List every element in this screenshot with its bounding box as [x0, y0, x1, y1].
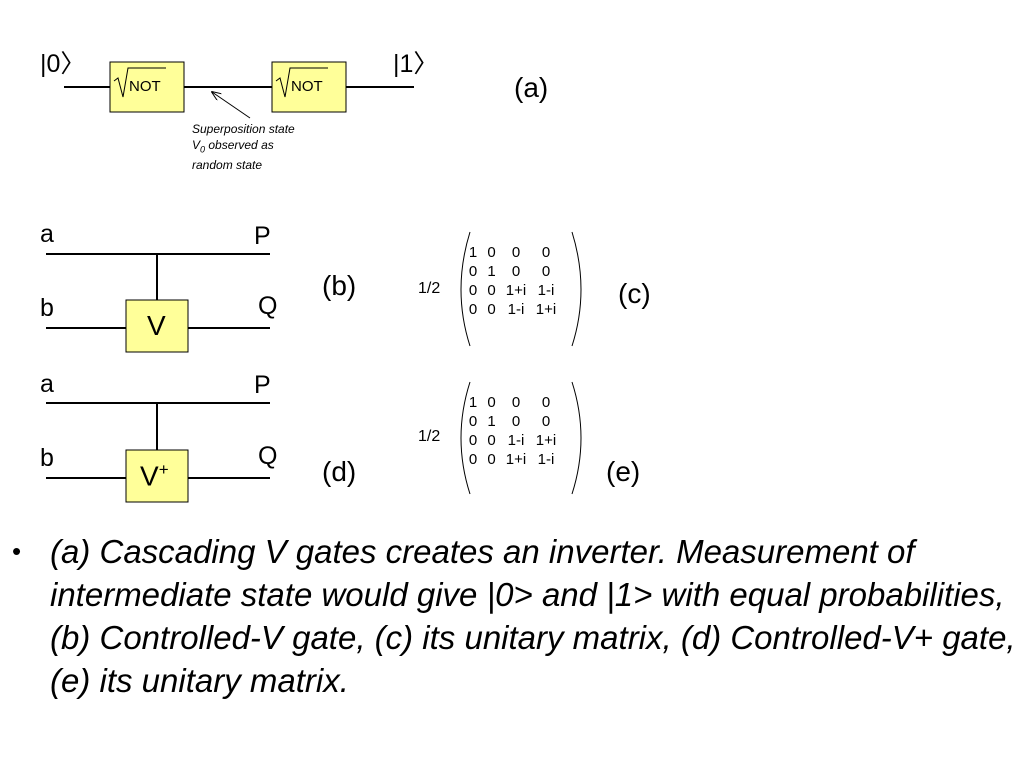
matrix-e-right-bracket [571, 381, 582, 495]
sqrt-not-gate-2 [271, 61, 347, 113]
matrix-e-cell: 0 [468, 432, 478, 449]
matrix-e-cell: 1 [487, 413, 496, 430]
matrix-e-cell: 1-i [537, 451, 555, 468]
panel-b-input-b: b [40, 294, 54, 322]
v-dagger-superscript: + [158, 460, 169, 479]
annotation-v: V [192, 138, 201, 152]
panel-c-tag: (c) [618, 278, 651, 309]
annotation-arrow [212, 92, 251, 119]
matrix-c-cell: 1+i [505, 282, 527, 299]
matrix-e-cell: 1 [468, 394, 478, 411]
panel-d-input-b: b [40, 444, 54, 472]
caption-text: (a) Cascading V gates creates an inverte… [50, 533, 1016, 699]
matrix-c-cell: 0 [511, 263, 521, 280]
matrix-c-scalar: 1/2 [418, 280, 441, 297]
matrix-e-cell: 0 [541, 413, 551, 430]
matrix-e-cell: 0 [468, 413, 478, 430]
bullet-marker: • [12, 536, 22, 566]
matrix-e-cell: 0 [541, 394, 551, 411]
matrix-c-cell: 0 [468, 301, 478, 318]
matrix-c-cell: 0 [468, 282, 478, 299]
panel-d-output-q: Q [258, 442, 278, 470]
not-gate-2-label: NOT [291, 78, 323, 95]
matrix-c-cell: 1-i [507, 301, 525, 318]
panel-b-output-q: Q [258, 292, 278, 320]
matrix-c-cell: 0 [487, 301, 496, 318]
sqrt-not-gate-1 [109, 61, 185, 113]
panel-e-tag: (e) [606, 456, 641, 487]
matrix-c-cell: 0 [541, 244, 551, 261]
matrix-e-cell: 0 [511, 413, 521, 430]
matrix-e-cell: 1-i [507, 432, 525, 449]
annotation-line-1: Superposition state [192, 122, 295, 136]
sqrt-symbol-2 [275, 67, 328, 98]
matrix-e-cell: 0 [511, 394, 521, 411]
v-dagger-gate-box [125, 449, 189, 503]
v-dagger-base: V [140, 460, 159, 492]
matrix-c-cell: 1 [487, 263, 496, 280]
v-gate-box [125, 299, 189, 353]
matrix-c-cell: 0 [541, 263, 551, 280]
panel-b-tag: (b) [322, 270, 357, 301]
input-state-label: |0〉 [40, 50, 86, 78]
panel-a-tag: (a) [514, 72, 549, 103]
matrix-c-cell: 1+i [535, 301, 557, 318]
v-dagger-gate-label: V+ [140, 460, 169, 492]
panel-b-output-p: P [254, 222, 271, 250]
panel-d-tag: (d) [322, 456, 357, 487]
panel-d-input-a: a [40, 370, 54, 398]
annotation-subscript: 0 [200, 144, 206, 155]
matrix-e-cell: 0 [487, 451, 496, 468]
panel-b-input-a: a [40, 220, 54, 248]
annotation-line-2: V0 observed as [192, 137, 295, 157]
annotation-line-3: random state [192, 158, 263, 173]
matrix-e-cell: 1+i [535, 432, 557, 449]
matrix-c-cell: 0 [468, 263, 478, 280]
matrix-e-left-bracket [460, 381, 471, 495]
not-gate-1-label: NOT [129, 78, 161, 95]
output-state-label: |1〉 [393, 50, 439, 78]
matrix-e-cell: 0 [487, 394, 496, 411]
figure-caption: • (a) Cascading V gates creates an inver… [12, 530, 1018, 702]
matrix-e-cell: 1+i [505, 451, 527, 468]
matrix-c-cell: 1 [468, 244, 478, 261]
matrix-c-cell: 0 [511, 244, 521, 261]
matrix-c-right-bracket [571, 231, 582, 347]
v-gate-label: V [147, 310, 166, 341]
sqrt-symbol-1 [113, 67, 166, 98]
matrix-c-cell: 0 [487, 244, 496, 261]
annotation-observed: observed as [205, 138, 274, 152]
matrix-c-cell: 0 [487, 282, 496, 299]
matrix-e-cell: 0 [468, 451, 478, 468]
panel-d-output-p: P [254, 371, 271, 399]
superposition-annotation: Superposition state V0 observed as rando… [192, 121, 295, 173]
matrix-c-cell: 1-i [537, 282, 555, 299]
matrix-e-cell: 0 [487, 432, 496, 449]
matrix-e-scalar: 1/2 [418, 428, 441, 445]
matrix-c-left-bracket [460, 231, 471, 347]
